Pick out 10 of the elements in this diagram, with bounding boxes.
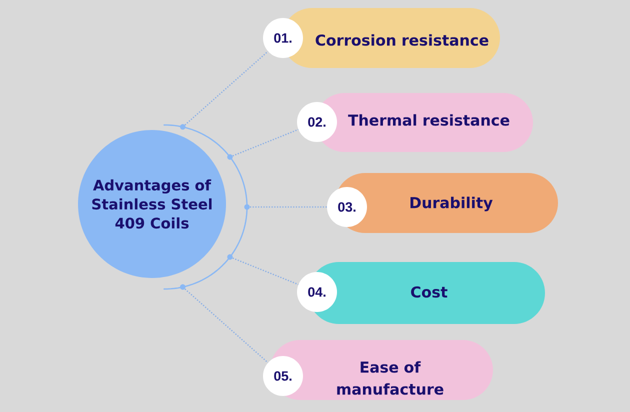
number-badge: 01. — [263, 18, 303, 58]
dotted-line — [232, 258, 298, 286]
number-badge: 05. — [263, 356, 303, 396]
dotted-line — [184, 50, 268, 126]
number-badge: 04. — [297, 272, 337, 312]
number-badge: 03. — [327, 187, 367, 227]
dotted-line — [250, 206, 327, 208]
dotted-line — [232, 128, 298, 156]
number-badge: 02. — [297, 102, 337, 142]
dotted-line — [184, 288, 268, 364]
